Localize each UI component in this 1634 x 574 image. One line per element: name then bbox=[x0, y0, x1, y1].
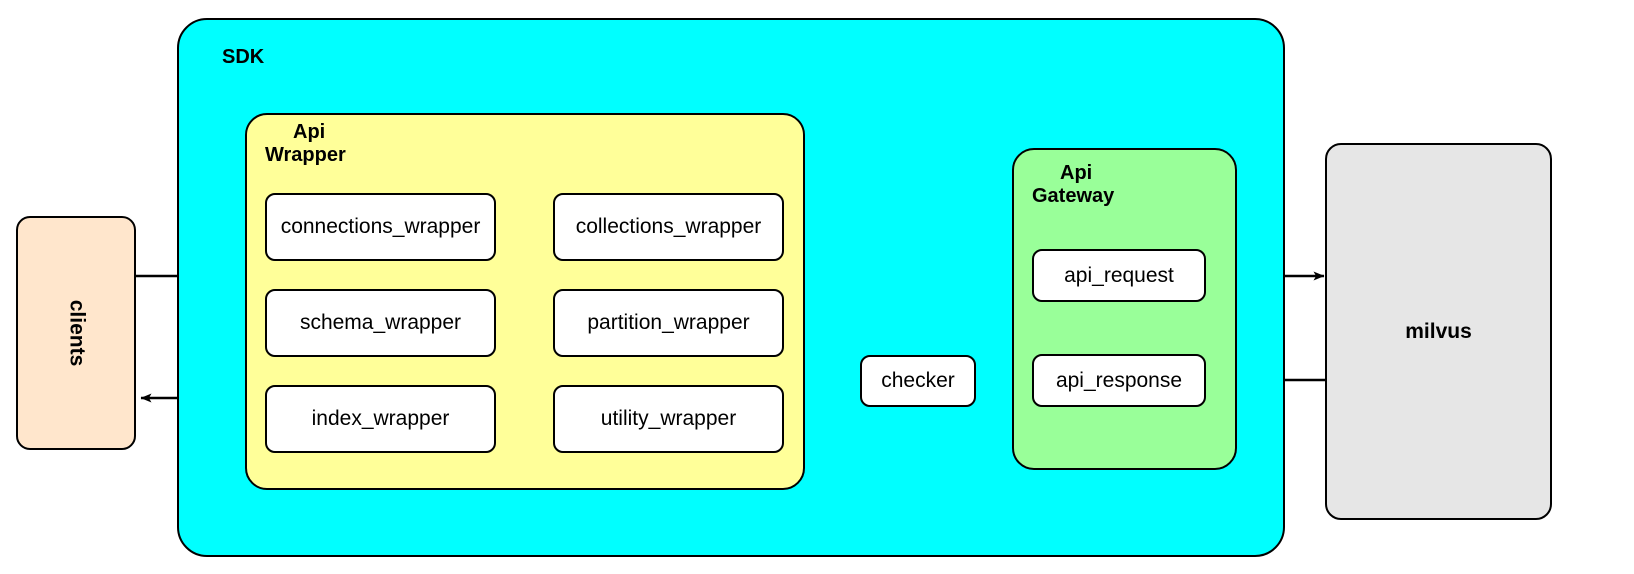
partition-wrapper-box[interactable]: partition_wrapper bbox=[553, 289, 784, 357]
api-request-box[interactable]: api_request bbox=[1032, 249, 1206, 302]
api-wrapper-label: Api Wrapper bbox=[265, 121, 346, 166]
api-gateway-label: Api Gateway bbox=[1032, 162, 1115, 207]
index-wrapper-box[interactable]: index_wrapper bbox=[265, 385, 496, 453]
collections-wrapper-box[interactable]: collections_wrapper bbox=[553, 193, 784, 261]
milvus-box[interactable]: milvus bbox=[1325, 143, 1552, 520]
schema-wrapper-box[interactable]: schema_wrapper bbox=[265, 289, 496, 357]
checker-box[interactable]: checker bbox=[860, 355, 976, 407]
connections-wrapper-box[interactable]: connections_wrapper bbox=[265, 193, 496, 261]
api-gateway-container[interactable]: Api Gateway bbox=[1012, 148, 1237, 470]
api-request-label: api_request bbox=[1064, 263, 1174, 287]
utility-wrapper-box[interactable]: utility_wrapper bbox=[553, 385, 784, 453]
sdk-label: SDK bbox=[222, 46, 265, 68]
checker-label: checker bbox=[881, 369, 955, 392]
clients-label: clients bbox=[65, 299, 88, 367]
schema-wrapper-label: schema_wrapper bbox=[299, 311, 462, 334]
clients-box[interactable]: clients bbox=[16, 216, 136, 450]
milvus-label: milvus bbox=[1405, 319, 1472, 343]
utility-wrapper-label: utility_wrapper bbox=[600, 407, 737, 430]
index-wrapper-label: index_wrapper bbox=[311, 407, 450, 430]
connections-wrapper-label: connections_wrapper bbox=[280, 215, 481, 238]
collections-wrapper-label: collections_wrapper bbox=[575, 215, 762, 238]
api-response-box[interactable]: api_response bbox=[1032, 354, 1206, 407]
api-response-label: api_response bbox=[1055, 368, 1183, 392]
partition-wrapper-label: partition_wrapper bbox=[587, 311, 750, 334]
